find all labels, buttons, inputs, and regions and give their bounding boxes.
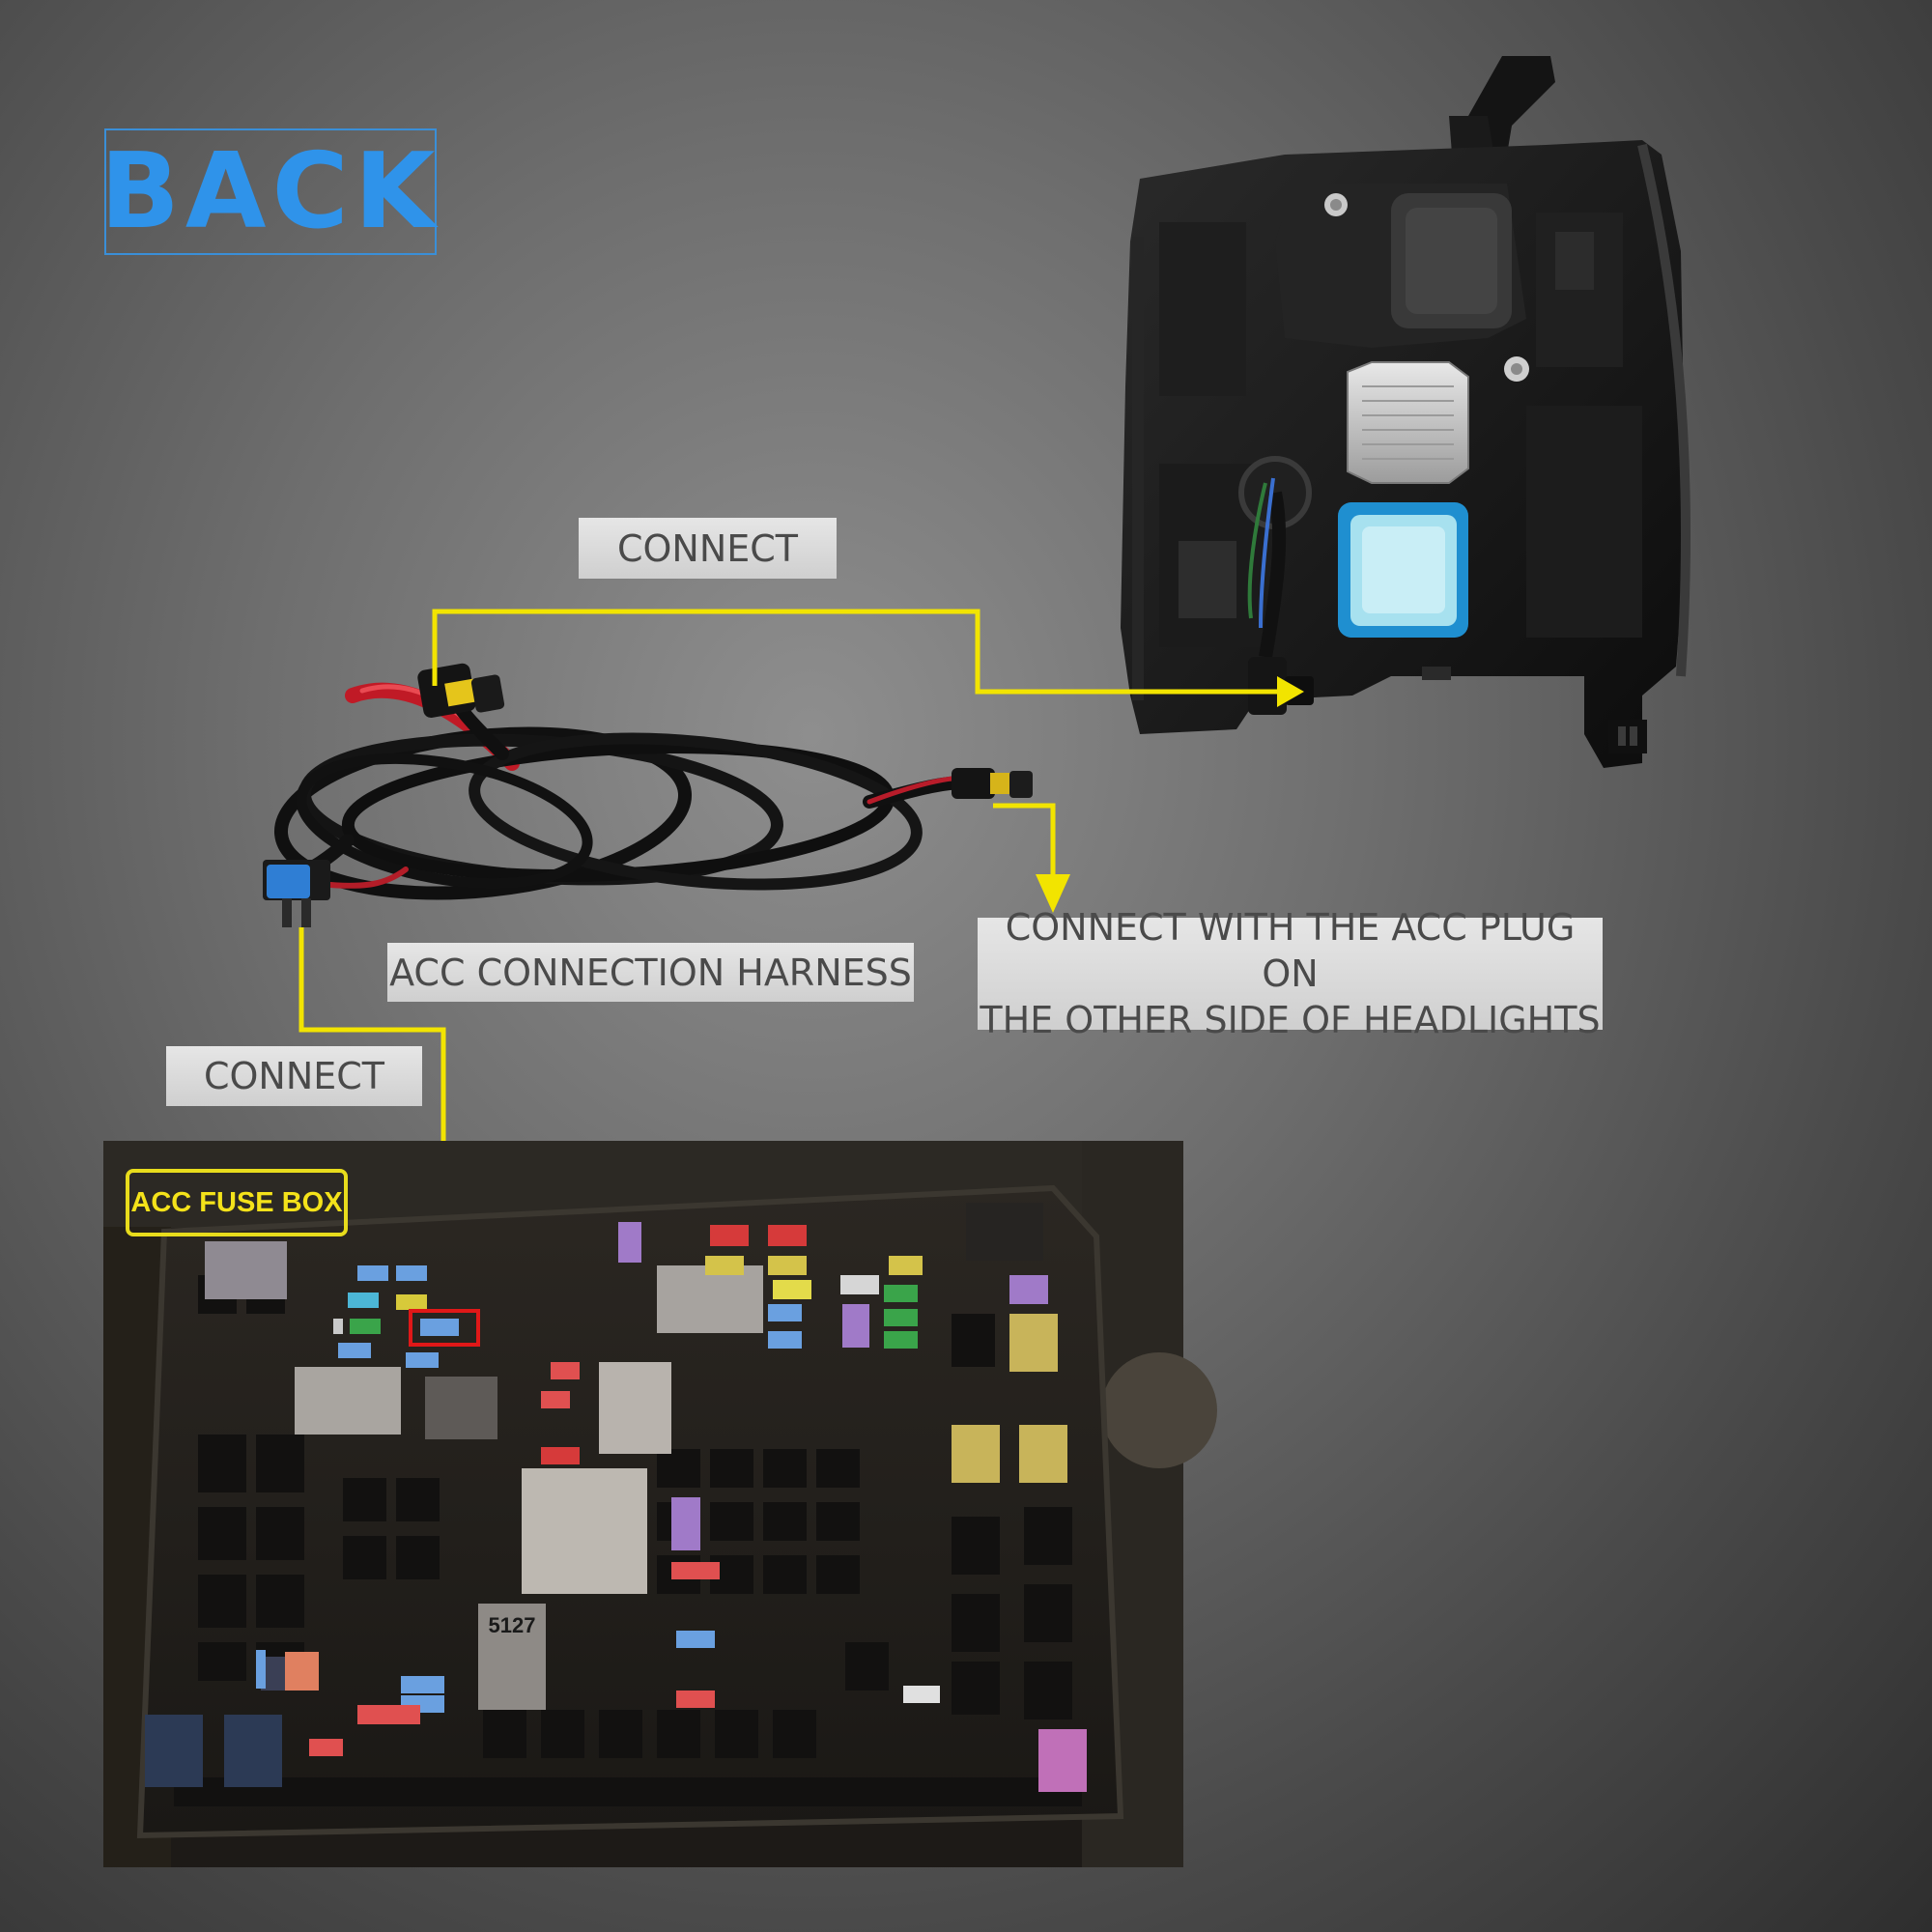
connect-arrow-acc-plug	[993, 803, 1056, 879]
fuse-tap	[263, 860, 330, 927]
acc-connection-harness	[273, 669, 973, 900]
connect-arrow-top	[432, 609, 1280, 695]
connect-label-top: CONNECT	[579, 518, 837, 579]
acc-plug-label-line2: THE OTHER SIDE OF HEADLIGHTS	[980, 999, 1601, 1041]
connect-arrow-top-head	[1277, 676, 1304, 707]
headlight-rear	[1121, 56, 1690, 768]
harness-top-connector	[417, 663, 505, 719]
back-title-box: BACK	[100, 128, 437, 255]
acc-fuse-highlight	[409, 1309, 480, 1347]
acc-plug-label-line1: CONNECT WITH THE ACC PLUG ON	[1005, 906, 1576, 995]
fuse-box-photo: 5127	[103, 1141, 1217, 1867]
acc-fuse-box-label: ACC FUSE BOX	[126, 1169, 348, 1236]
acc-plug-label: CONNECT WITH THE ACC PLUG ON THE OTHER S…	[978, 906, 1603, 1041]
relay-5127-label: 5127	[489, 1613, 536, 1637]
page-title: BACK	[99, 130, 441, 252]
connect-arrow-acc-plug-head	[1036, 874, 1070, 913]
harness-label: ACC CONNECTION HARNESS	[387, 943, 914, 1002]
harness-acc-plug-connector	[952, 768, 1033, 799]
connect-label-bottom: CONNECT	[166, 1046, 422, 1106]
